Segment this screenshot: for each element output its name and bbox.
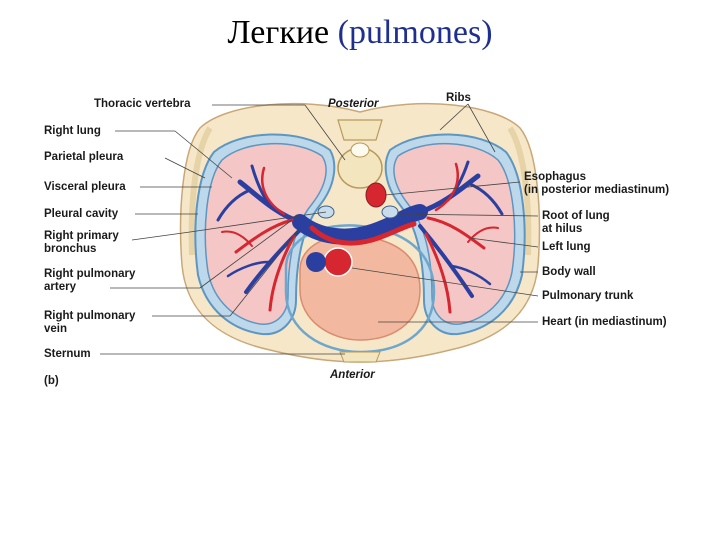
esophagus — [365, 182, 387, 208]
label-sternum: Sternum — [44, 348, 91, 360]
label-right-primary-bronchus-line1: Right primary — [44, 230, 119, 242]
label-parietal-pleura: Parietal pleura — [44, 151, 124, 163]
label-right-pulmonary-vein-line1: Right pulmonary — [44, 310, 136, 322]
title-main: Легкие — [227, 14, 330, 51]
sternum — [339, 351, 381, 363]
label-ribs: Ribs — [446, 92, 471, 104]
label-pleural-cavity: Pleural cavity — [44, 208, 119, 220]
left-lung-vessels — [417, 160, 504, 314]
label-left-lung: Left lung — [542, 241, 591, 253]
label-right-primary-bronchus-line2: bronchus — [44, 243, 97, 255]
label-right-pulmonary-vein-line2: vein — [44, 323, 68, 335]
left-primary-bronchus — [381, 205, 399, 219]
thoracic-vertebra — [337, 119, 383, 189]
label-panel-b: (b) — [44, 375, 59, 387]
label-pulmonary-trunk: Pulmonary trunk — [542, 290, 634, 302]
pulmonary-trunk — [323, 247, 353, 277]
label-heart: Heart (in mediastinum) — [542, 316, 667, 328]
page-title: Легкие (pulmones) — [0, 14, 720, 52]
label-right-lung: Right lung — [44, 125, 101, 137]
label-right-pulmonary-artery-line2: artery — [44, 281, 76, 293]
label-thoracic-vertebra: Thoracic vertebra — [94, 98, 191, 110]
label-visceral-pleura: Visceral pleura — [44, 181, 126, 193]
title-latin: (pulmones) — [337, 14, 493, 51]
right-lung — [204, 142, 327, 325]
pulmonary-artery-main — [309, 221, 417, 246]
label-esophagus-line2: (in posterior mediastinum) — [524, 184, 670, 196]
aorta-root — [306, 252, 326, 272]
label-posterior: Posterior — [328, 98, 379, 110]
leader-lines — [100, 103, 539, 355]
pericardium — [284, 224, 436, 354]
label-body-wall: Body wall — [542, 266, 596, 278]
right-lung-vessels — [216, 164, 303, 312]
rib-left — [188, 126, 213, 256]
label-root-of-lung-line1: Root of lung — [542, 210, 610, 222]
heart — [299, 234, 421, 341]
label-right-pulmonary-artery-line1: Right pulmonary — [44, 268, 136, 280]
label-esophagus-line1: Esophagus — [524, 171, 586, 183]
label-anterior: Anterior — [330, 369, 375, 381]
label-root-of-lung-line2: at hilus — [542, 223, 583, 235]
rib-right — [507, 126, 532, 256]
